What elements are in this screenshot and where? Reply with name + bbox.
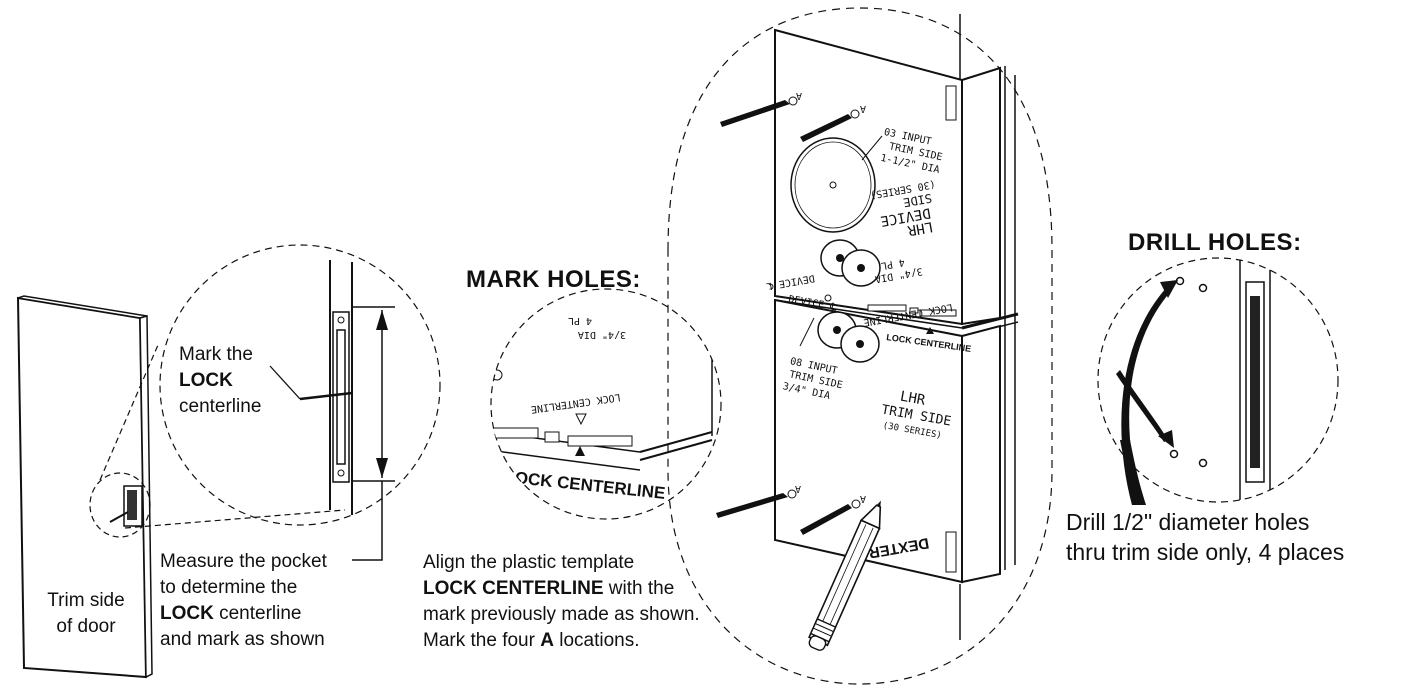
drill-holes-note: Drill 1/2" diameter holes thru trim side… [1066,509,1345,565]
align-template-note: Align the plastic template LOCK CENTERLI… [423,552,700,651]
zoom-dia-text: 3/4" DIA [578,329,626,340]
drill-holes-heading: DRILL HOLES: [1128,229,1302,256]
mark-holes-zoom-bubble: 3/4" DIA 4 PL LOCK CENTERLINE LOCK CENTE… [490,288,722,520]
mark-a-bottom-right: A [851,493,866,509]
svg-text:A: A [796,90,802,101]
input-03-text: 03 INPUT TRIM SIDE 1-1/2" DIA [877,127,951,177]
zoom-lock-centerline-mirrored: LOCK CENTERLINE [530,391,621,414]
zoom-lock-centerline-bold: LOCK CENTERLINE [504,467,667,503]
plastic-template: A A A A 03 INPUT TRIM SIDE 1-1/2" DIA [716,28,1019,584]
svg-text:A: A [860,493,866,504]
svg-text:A: A [795,483,801,494]
pencil-icon [808,500,882,651]
svg-text:A: A [860,103,866,114]
mark-a-bottom-left: A [787,483,801,499]
drill-arrows [1116,280,1178,505]
zoom-connector-lines [89,344,346,538]
pointer-arrows [716,100,852,535]
lock-zoom-bubble [159,244,441,561]
door-illustration [16,295,153,679]
zoom-pl-text: 4 PL [568,315,592,326]
door-side-label: Trim side of door [47,590,125,637]
measure-pocket-note: Measure the pocket to determine the LOCK… [160,551,327,650]
mark-a-top-right: A [850,103,866,119]
lock-centerline-callout: Mark the LOCK centerline [179,344,262,417]
mark-a-top-left: A [788,90,802,106]
drill-holes-zoom-bubble [1097,257,1339,505]
mark-holes-heading: MARK HOLES: [466,266,641,293]
